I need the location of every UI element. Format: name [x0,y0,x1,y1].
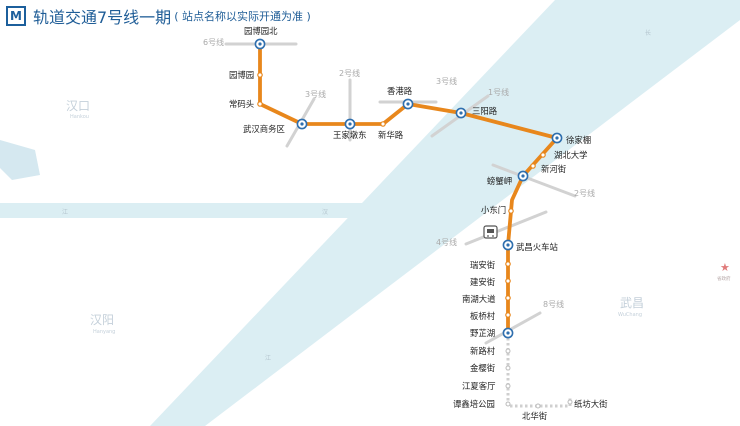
line2-segment-east [491,163,577,198]
train-station-icon [483,225,498,239]
station-label-pangxiejia: 螃蟹岬 [487,176,512,186]
river-label-jiang-yangtze: 江 [265,355,271,362]
station-dot-changmatou [257,101,263,107]
river-label-chang: 长 [645,29,651,37]
transfer-icon-wuchanghuochezhan [502,239,514,251]
transfer-icon-wuhanshangwuqu [296,118,308,130]
station-dot-jiananjie [505,278,511,284]
transfer-icon-sanyanglu [455,107,467,119]
transfer-label-line1: 1号线 [488,87,509,97]
station-dot-nanhudadao [505,295,511,301]
station-label-xinhejie: 新河街 [541,164,567,174]
station-label-yuanboyuanbei: 园博园北 [244,26,278,36]
station-dot-banqiaocun [505,312,511,318]
station-label-wuchanghuochezhan: 武昌火车站 [516,242,558,252]
station-dot-xinhejie [530,163,536,169]
station-label-sanyanglu: 三阳路 [472,106,498,116]
district-wuchang: 武昌 [620,296,644,310]
district-hankou: 汉口 [66,99,90,113]
station-label-changmatou: 常码头 [229,99,254,109]
metro-logo-icon: M [6,6,26,26]
district-hankou-en: Hankou [70,114,89,120]
station-label-zhifangdajie: 纸坊大街 [574,399,608,409]
transfer-label-line4: 4号线 [436,237,457,247]
line7-path [258,44,559,333]
river-label-jiang-han: 江 [62,209,68,216]
station-label-xujiapeng: 徐家棚 [566,135,591,145]
river-label-han: 汉 [322,208,328,216]
line8-segment [484,311,542,345]
transfer-label-line2-north: 2号线 [339,68,360,78]
station-label-beihuajie: 北华街 [522,411,548,421]
station-dot-yuanboyuan [257,72,263,78]
station-label-yezhihu: 野芷湖 [470,328,495,338]
station-dot-xiaodongmen [508,208,514,214]
station-label-jiangxiaketing: 江夏客厅 [462,381,496,391]
star-icon: ★ [720,261,730,274]
station-dot-beihuajie [535,403,541,409]
line7-extension-dotted [506,333,572,408]
station-dot-xinlucun [505,348,511,354]
station-label-yuanboyuan: 园博园 [229,70,254,80]
transfer-icon-pangxiejia [517,170,529,182]
han-river [0,177,470,218]
station-label-xianggang: 香港路 [387,86,413,96]
map-header: M 轨道交通7号线一期 ( 站点名称以实际开通为准 ) [6,4,311,28]
station-label-xinhualu: 新华路 [378,130,404,140]
district-hanyang: 汉阳 [90,313,114,327]
lake-shape [0,140,40,180]
map-title: 轨道交通7号线一期 [33,8,172,27]
station-dot-tanxinpei [505,401,511,407]
station-dot-xinhualu [380,121,386,127]
station-label-tanxinpei: 谭鑫培公园 [453,399,495,409]
transfer-icon-xujiapeng [551,132,563,144]
station-dot-jiangxiaketing [505,383,511,389]
yangtze-river [150,0,740,426]
transfer-label-line6: 6号线 [203,37,224,47]
transfer-stations [254,38,563,339]
station-dot-ruianjie [505,261,511,267]
regular-stations [257,72,546,318]
transfer-icon-xiangganglu [402,98,414,110]
station-labels: 园博园北 园博园 常码头 武汉商务区 王家墩东 新华路 香港路 三阳路 徐家棚 … [229,26,608,421]
station-label-jiananjie: 建安街 [470,277,496,287]
transfer-icon-yuanboyuanbei [254,38,266,50]
station-label-nanhudadao: 南湖大道 [462,294,496,304]
transfer-icon-wangjiadundong [344,118,356,130]
transfer-icon-yezhihu [502,327,514,339]
transfer-label-line3-east: 3号线 [436,76,457,86]
station-label-xiaodongmen: 小东门 [481,205,506,215]
transfer-label-line8: 8号线 [543,299,564,309]
station-dot-jinyingjie [505,365,511,371]
line4-segment [464,210,548,246]
station-dot-hubeidaxue [540,152,546,158]
station-label-wuhanshangwuqu: 武汉商务区 [243,124,285,134]
transfer-label-line3-west: 3号线 [305,89,326,99]
district-wuchang-en: WuChang [618,312,642,318]
district-hanyang-en: Hanyang [93,329,115,335]
station-label-ruianjie: 瑞安街 [470,260,496,270]
station-label-hubeidaxue: 湖北大学 [554,150,588,160]
station-label-xinlucun: 新路村 [470,346,496,356]
station-dot-zhifangdajie [567,399,573,405]
planned-stations [505,348,573,409]
transfer-label-line2-east: 2号线 [574,188,595,198]
station-label-jinyingjie: 金樱街 [470,363,496,373]
map-subtitle: ( 站点名称以实际开通为准 ) [174,10,311,23]
station-label-wangjiadundong: 王家墩东 [333,130,367,140]
station-label-banqiaocun: 板桥村 [470,311,496,321]
star-landmark-label: 省政府 [717,275,731,282]
